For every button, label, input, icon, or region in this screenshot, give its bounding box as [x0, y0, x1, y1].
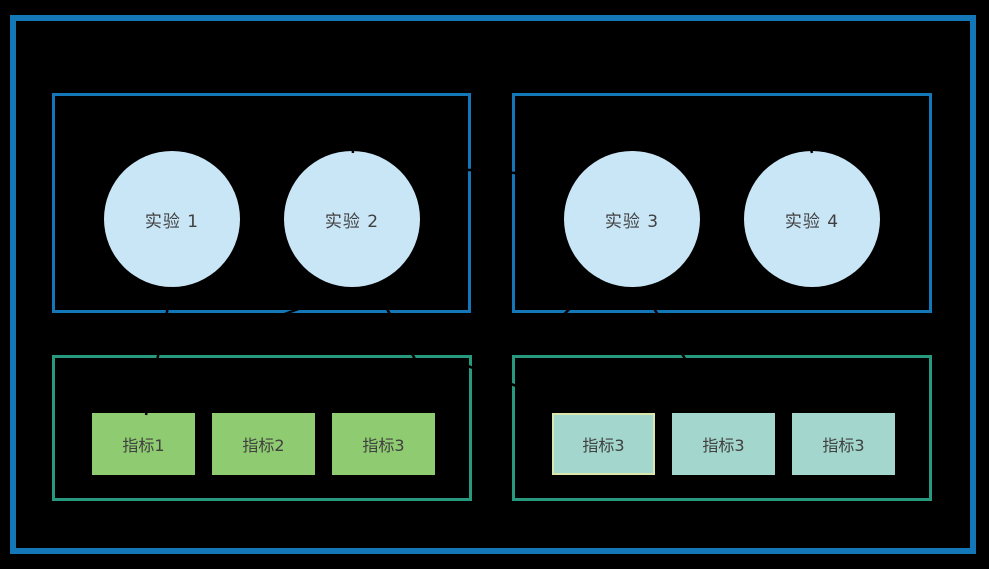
experiment-label-2: 实验 2	[324, 211, 380, 232]
metric-label-1-3: 指标3	[362, 436, 405, 455]
metric-label-1-1: 指标1	[122, 436, 165, 455]
experiment-label-3: 实验 3	[604, 211, 660, 232]
outer-frame	[10, 15, 976, 554]
experiment-circle-1: 实验 1	[104, 151, 240, 287]
experiment-group-box-1: 实验 1 实验 2	[52, 93, 471, 313]
metric-group-box-1: 指标1 指标2 指标3	[52, 355, 472, 501]
metric-label-2-3: 指标3	[822, 436, 865, 455]
metric-rect-1-3: 指标3	[332, 413, 435, 475]
metric-rect-2-1: 指标3	[552, 413, 655, 475]
experiment-label-1: 实验 1	[144, 211, 200, 232]
metric-label-1-2: 指标2	[242, 436, 285, 455]
experiment-group-box-2: 实验 3 实验 4	[512, 93, 932, 313]
experiment-label-4: 实验 4	[784, 211, 840, 232]
experiment-circle-3: 实验 3	[564, 151, 700, 287]
metric-rect-2-3: 指标3	[792, 413, 895, 475]
metric-rect-2-2: 指标3	[672, 413, 775, 475]
metric-rect-1-1: 指标1	[92, 413, 195, 475]
metric-group-box-2: 指标3 指标3 指标3	[512, 355, 932, 501]
metric-rect-1-2: 指标2	[212, 413, 315, 475]
metric-label-2-1: 指标3	[582, 436, 625, 455]
metric-label-2-2: 指标3	[702, 436, 745, 455]
experiment-circle-2: 实验 2	[284, 151, 420, 287]
experiment-circle-4: 实验 4	[744, 151, 880, 287]
